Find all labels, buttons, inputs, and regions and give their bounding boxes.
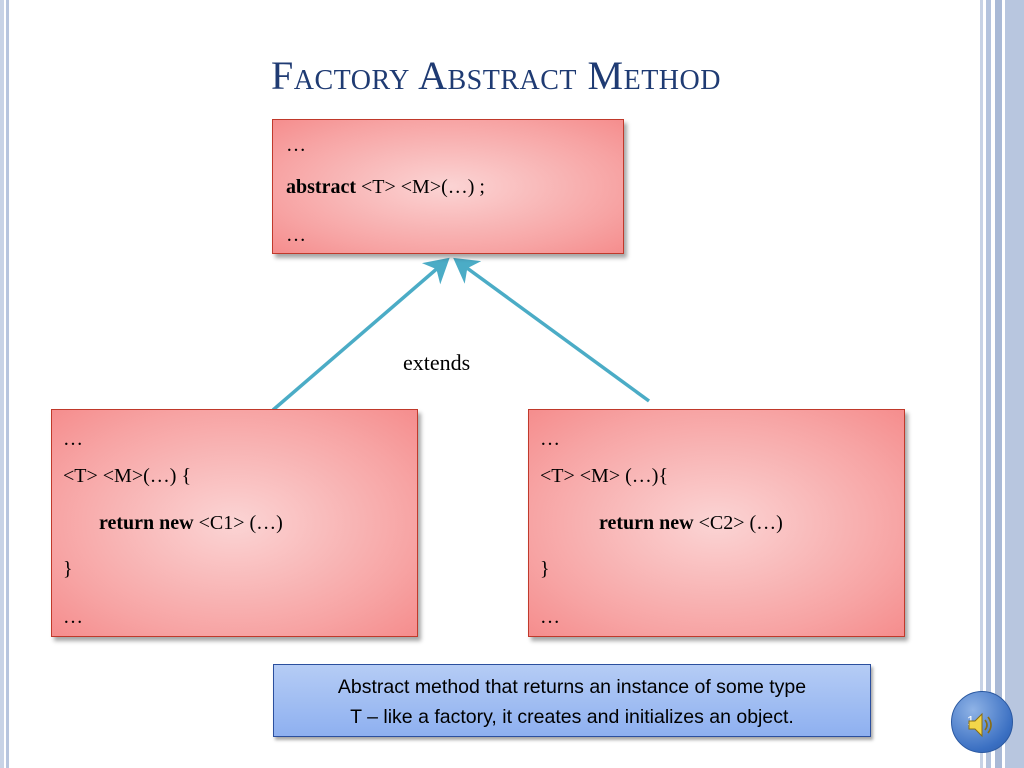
code-line: … bbox=[540, 606, 560, 628]
code-line: } bbox=[63, 558, 73, 580]
abstract-class-box: … abstract <T> <M>(…) ; … bbox=[272, 119, 624, 254]
note-line: Abstract method that returns an instance… bbox=[337, 676, 807, 698]
note-line: T – like a factory, it creates and initi… bbox=[350, 706, 794, 728]
code-line: … bbox=[286, 224, 306, 246]
slide-right-border bbox=[976, 0, 1024, 768]
code-text: <C1> (…) bbox=[193, 512, 283, 534]
concrete-class-box-c2: … <T> <M> (…){ return new <C2> (…) } … bbox=[528, 409, 905, 637]
slide-title: Factory Abstract Method bbox=[271, 53, 721, 98]
code-line: <T> <M>(…) { bbox=[63, 465, 192, 487]
code-line: return new <C1> (…) bbox=[99, 512, 283, 535]
code-line: return new <C2> (…) bbox=[599, 512, 783, 535]
keyword: return new bbox=[599, 512, 694, 534]
keyword: return new bbox=[99, 512, 194, 534]
code-line: … bbox=[63, 428, 83, 450]
keyword: abstract bbox=[286, 176, 356, 198]
speaker-icon[interactable] bbox=[966, 711, 996, 739]
explanation-note: Abstract method that returns an instance… bbox=[273, 664, 871, 737]
slide-left-border bbox=[0, 0, 11, 768]
arrow-left bbox=[271, 257, 450, 412]
extends-label: extends bbox=[403, 350, 471, 375]
code-text: <C2> (…) bbox=[693, 512, 783, 534]
code-line: … bbox=[540, 428, 560, 450]
arrow-right bbox=[453, 257, 651, 403]
code-line: … bbox=[286, 134, 306, 156]
concrete-class-box-c1: … <T> <M>(…) { return new <C1> (…) } … bbox=[51, 409, 418, 637]
code-line: abstract <T> <M>(…) ; bbox=[286, 176, 485, 199]
code-line: <T> <M> (…){ bbox=[540, 465, 669, 487]
code-line: … bbox=[63, 606, 83, 628]
code-text: <T> <M>(…) ; bbox=[355, 176, 485, 198]
code-line: } bbox=[540, 558, 550, 580]
